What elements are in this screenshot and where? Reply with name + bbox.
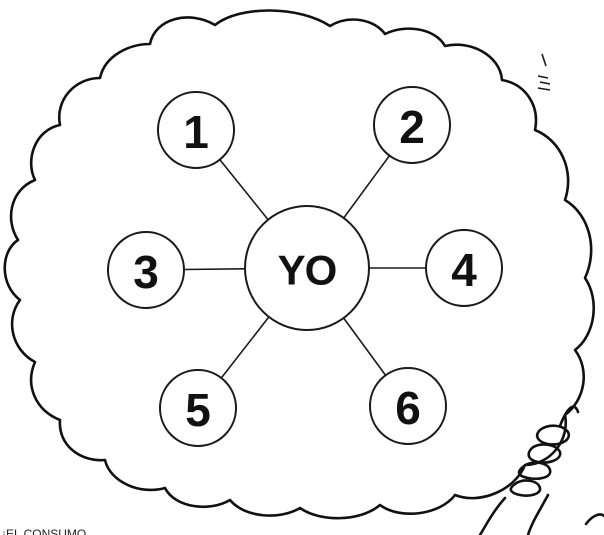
center-node: YO	[245, 206, 369, 330]
center-node-label: YO	[278, 247, 337, 294]
connector-line-1	[220, 160, 268, 220]
node-5: 5	[160, 370, 236, 446]
connector-line-6	[344, 318, 386, 375]
node-1: 1	[158, 92, 234, 168]
node-4-label: 4	[451, 244, 477, 296]
node-2-label: 2	[399, 101, 425, 153]
node-1-label: 1	[183, 106, 209, 158]
thought-tail	[480, 407, 604, 535]
node-2: 2	[374, 87, 450, 163]
connector-line-3	[184, 269, 245, 270]
node-4: 4	[426, 230, 502, 306]
connector-line-5	[221, 317, 269, 378]
scribble-marks	[538, 54, 550, 90]
node-3-label: 3	[133, 246, 159, 298]
bottom-caption: ¡EL CONSUMO	[2, 527, 86, 535]
node-3: 3	[108, 232, 184, 308]
node-6-label: 6	[395, 382, 421, 434]
node-6: 6	[370, 368, 446, 444]
node-5-label: 5	[185, 384, 211, 436]
connector-line-2	[344, 156, 390, 218]
